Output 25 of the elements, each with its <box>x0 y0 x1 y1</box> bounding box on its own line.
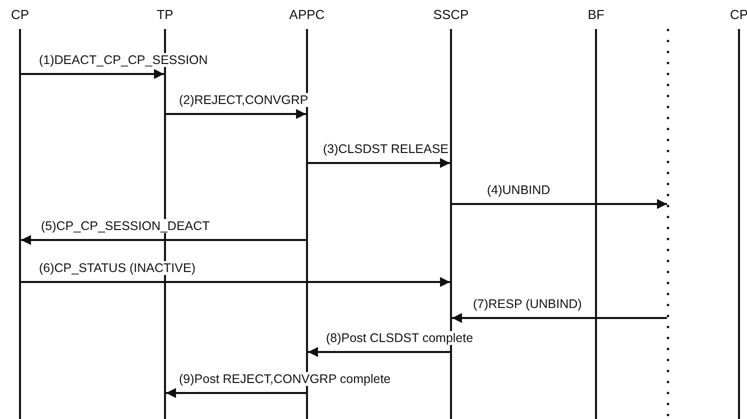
message-label: (9)Post REJECT,CONVGRP complete <box>178 372 392 386</box>
message-label: (5)CP_CP_SESSION_DEACT <box>40 219 211 233</box>
message-label: (8)Post CLSDST complete <box>325 331 474 345</box>
message-label: (3)CLSDST RELEASE <box>322 142 450 156</box>
message-arrow <box>452 199 667 209</box>
message-arrow <box>21 69 164 79</box>
lifeline-header: APPC <box>289 7 325 22</box>
message-label: (7)RESP (UNBIND) <box>472 297 583 311</box>
lifeline-header: CP <box>730 7 747 22</box>
message-arrow <box>452 313 667 323</box>
message-arrow <box>308 347 450 357</box>
message-arrow <box>308 158 450 168</box>
lifeline-header: BF <box>588 7 604 22</box>
lifeline-header: SSCP <box>433 7 469 22</box>
message-label: (1)DEACT_CP_CP_SESSION <box>38 53 209 67</box>
message-arrow <box>21 277 450 287</box>
message-label: (4)UNBIND <box>486 183 552 197</box>
lifeline-header: CP <box>10 7 30 22</box>
message-arrow <box>21 235 306 245</box>
message-label: (2)REJECT,CONVGRP <box>178 93 310 107</box>
dotted-lifeline <box>666 28 670 419</box>
lifeline-header: TP <box>156 7 174 22</box>
message-arrow <box>166 109 306 119</box>
message-arrow <box>166 388 306 398</box>
message-label: (6)CP_STATUS (INACTIVE) <box>38 261 196 275</box>
